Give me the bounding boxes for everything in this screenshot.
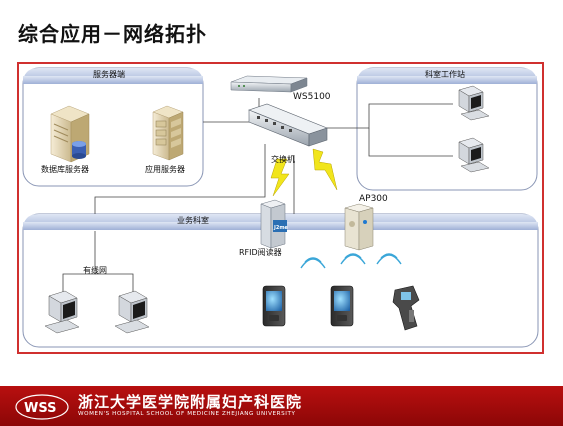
institution-name-en: WOMEN'S HOSPITAL SCHOOL OF MEDICINE ZHEJ… [78,411,296,417]
wired-network-label: 有线网 [83,266,107,275]
wired-pc-icon-1 [44,290,80,334]
reader-brand-label: J2me [273,225,289,231]
database-server-icon [50,105,90,163]
pda-device-icon-2 [330,285,354,327]
institution-name: 浙江大学医学院附属妇产科医院 [78,393,303,411]
workstation-zone [356,67,538,191]
wired-pc-icon-2 [114,290,150,334]
footer-bar: WSS 浙江大学医学院附属妇产科医院 WOMEN'S HOSPITAL SCHO… [0,386,563,426]
access-point-icon [344,203,374,251]
pda-device-icon-1 [262,285,286,327]
handheld-scanner-icon [392,285,420,331]
workstation-pc-icon-2 [458,137,490,173]
application-server-icon [152,105,184,161]
connection-lines [62,98,453,294]
server-zone-label: 服务器端 [93,70,125,79]
switch-icon [248,103,328,147]
hospital-logo: WSS [15,394,69,420]
hospital-logo-text: WSS [24,401,56,416]
router-ws5100-icon [230,75,308,93]
rfid-reader-icon: J2me [260,199,289,249]
database-server-label: 数据库服务器 [41,165,89,174]
application-server-label: 应用服务器 [145,165,185,174]
router-label: WS5100 [293,92,331,102]
business-zone-label: 业务科室 [177,216,209,225]
access-point-label: AP300 [359,194,388,204]
rfid-reader-label: RFID阅读器 [239,248,282,257]
wireless-signal-waves [300,253,402,269]
page-title: 综合应用－网络拓扑 [18,22,207,46]
topology-frame: J2me [17,62,544,354]
wireless-link-bolts [270,148,338,197]
workstation-pc-icon-1 [458,85,490,121]
switch-label: 交换机 [271,155,295,164]
workstation-zone-label: 科室工作站 [425,70,465,79]
